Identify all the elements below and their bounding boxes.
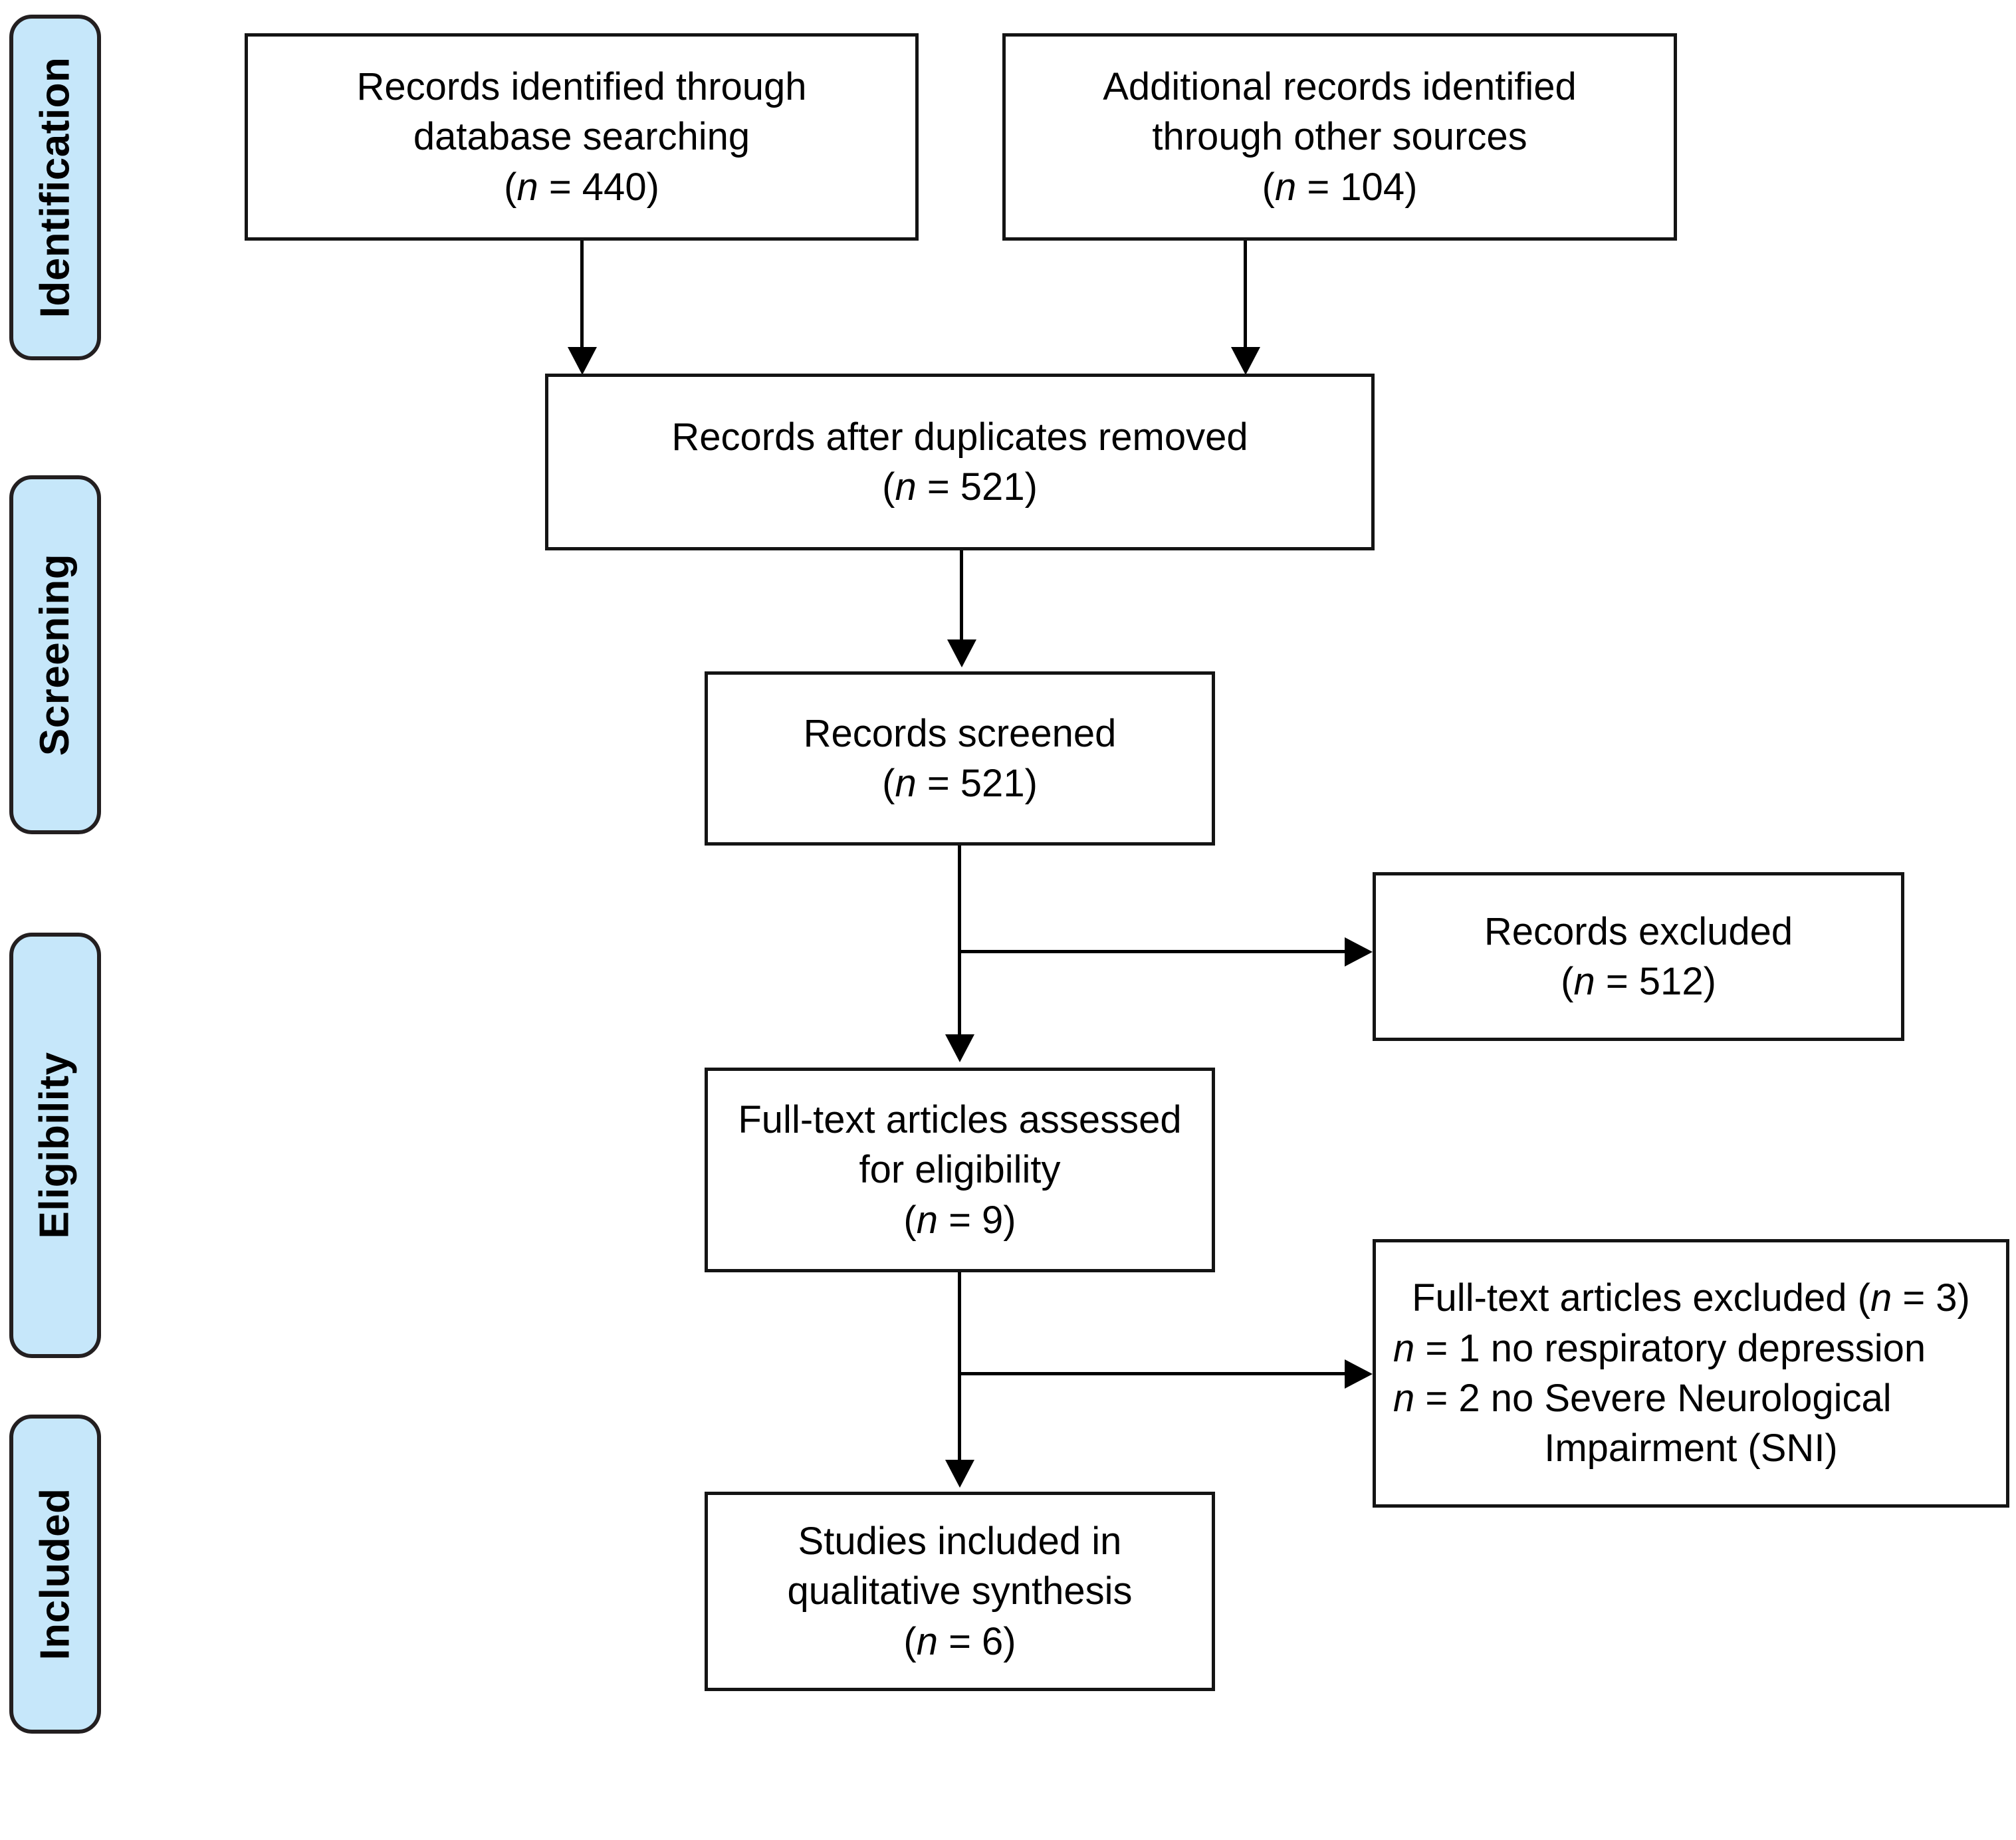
n-symbol: n — [916, 1198, 938, 1242]
box-count: (n = 521) — [882, 465, 1038, 509]
connector-duplicates-to-screened — [960, 550, 963, 645]
connector-fulltext-to-excluded — [958, 1372, 1359, 1375]
box-studies-included: Studies included in qualitative synthesi… — [705, 1492, 1215, 1691]
n-symbol: n — [916, 1619, 938, 1663]
arrowhead-database-to-duplicates — [568, 347, 597, 375]
stage-pill-screening: Screening — [9, 475, 101, 834]
box-count: (n = 512) — [1561, 960, 1716, 1003]
arrowhead-fulltext-to-included — [945, 1460, 974, 1488]
connector-other-to-duplicates — [1244, 241, 1247, 352]
box-records-excluded: Records excluded (n = 512) — [1373, 872, 1904, 1041]
box-records-identified-database: Records identified through database sear… — [245, 33, 919, 241]
connector-fulltext-trunk — [958, 1272, 961, 1464]
connector-screened-to-excluded — [958, 950, 1359, 953]
n-symbol: n — [1393, 1326, 1415, 1370]
box-line: for eligibility — [859, 1148, 1061, 1192]
box-line: Records after duplicates removed — [671, 415, 1248, 459]
stage-pill-eligibility: Eligibility — [9, 933, 101, 1358]
n-symbol: n — [895, 762, 917, 805]
stage-pill-identification: Identification — [9, 15, 101, 360]
n-symbol: n — [1870, 1276, 1892, 1320]
box-line: Records excluded — [1484, 909, 1793, 953]
n-symbol: n — [516, 165, 538, 209]
arrowhead-screened-to-excluded — [1345, 937, 1373, 967]
box-line: qualitative synthesis — [787, 1569, 1133, 1613]
box-count: (n = 104) — [1262, 165, 1418, 209]
stage-label-screening: Screening — [32, 553, 78, 756]
box-fulltext-articles-excluded: Full-text articles excluded (n = 3) n = … — [1373, 1239, 2009, 1508]
arrowhead-screened-to-fulltext — [945, 1034, 974, 1062]
box-count: (n = 6) — [903, 1619, 1016, 1663]
arrowhead-other-to-duplicates — [1231, 347, 1260, 375]
box-count: (n = 9) — [903, 1198, 1016, 1242]
box-line: n = 1 no respiratory depression — [1393, 1326, 1926, 1370]
box-line: Impairment (SNI) — [1544, 1427, 1838, 1470]
box-fulltext-articles-assessed: Full-text articles assessed for eligibil… — [705, 1068, 1215, 1272]
n-symbol: n — [895, 465, 917, 509]
box-line: Additional records identified — [1103, 64, 1577, 108]
arrowhead-fulltext-to-excluded — [1345, 1359, 1373, 1389]
stage-pill-included: Included — [9, 1415, 101, 1734]
box-records-identified-other-sources: Additional records identified through ot… — [1002, 33, 1677, 241]
box-line: through other sources — [1152, 115, 1527, 159]
connector-screened-trunk — [958, 846, 961, 1038]
n-symbol: n — [1393, 1377, 1415, 1420]
box-line: database searching — [413, 115, 750, 159]
box-count: (n = 521) — [882, 762, 1038, 805]
box-line: Full-text articles excluded (n = 3) — [1412, 1276, 1970, 1320]
box-line: Records identified through — [356, 64, 807, 108]
box-records-screened: Records screened (n = 521) — [705, 671, 1215, 846]
box-count: (n = 440) — [504, 165, 659, 209]
box-records-after-duplicates-removed: Records after duplicates removed (n = 52… — [545, 374, 1375, 550]
box-line: n = 2 no Severe Neurological — [1393, 1377, 1892, 1420]
stage-label-identification: Identification — [32, 57, 78, 318]
arrowhead-duplicates-to-screened — [947, 639, 976, 667]
box-line: Studies included in — [798, 1519, 1122, 1563]
n-symbol: n — [1573, 960, 1595, 1003]
n-symbol: n — [1274, 165, 1297, 209]
connector-database-to-duplicates — [580, 241, 584, 352]
stage-label-included: Included — [32, 1488, 78, 1661]
box-line: Full-text articles assessed — [738, 1097, 1182, 1141]
stage-label-eligibility: Eligibility — [32, 1052, 78, 1239]
box-line: Records screened — [803, 711, 1117, 755]
